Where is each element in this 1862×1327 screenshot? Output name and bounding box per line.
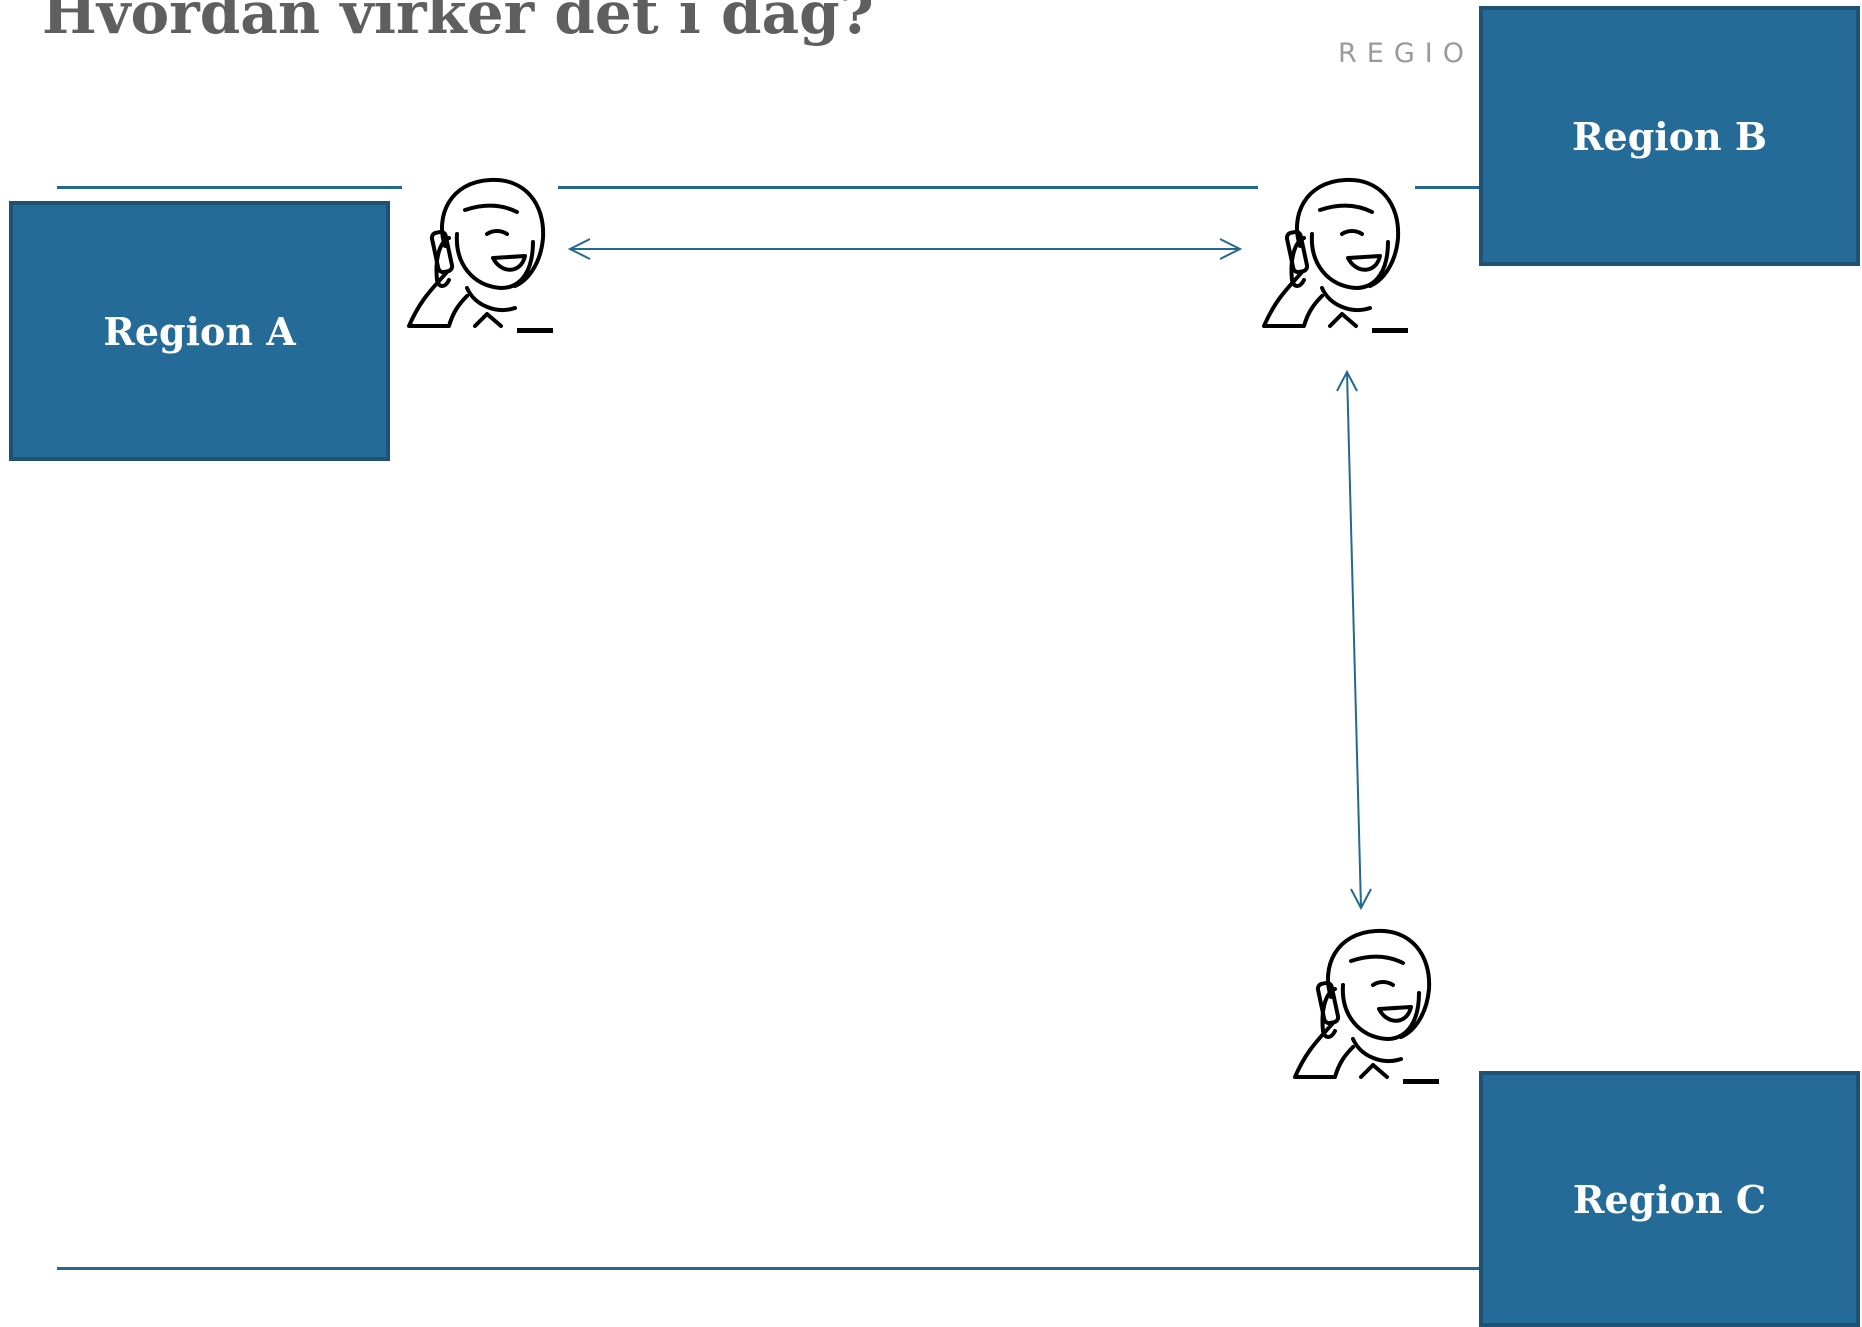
region-b-label: Region B bbox=[1571, 113, 1768, 159]
region-c-box[interactable]: Region C bbox=[1479, 1071, 1860, 1327]
phone-operator-icon-graphic bbox=[1293, 928, 1439, 1084]
arrow-b-c-line bbox=[1346, 371, 1362, 909]
regio-logo: REGIO bbox=[1338, 38, 1474, 69]
region-a-box[interactable]: Region A bbox=[9, 201, 390, 461]
arrow-b-c-head-bottom bbox=[1350, 888, 1372, 911]
phone-operator-icon bbox=[1260, 176, 1410, 336]
region-a-label: Region A bbox=[103, 308, 296, 354]
top-rule-left bbox=[57, 186, 402, 189]
arrow-a-b-head-right bbox=[1219, 238, 1243, 260]
phone-operator-icon-graphic bbox=[1262, 177, 1408, 333]
bottom-rule bbox=[57, 1267, 1481, 1270]
top-rule-middle bbox=[558, 186, 1258, 189]
phone-operator-icon-graphic bbox=[407, 177, 553, 333]
region-c-label: Region C bbox=[1572, 1176, 1767, 1222]
arrow-a-b-head-left bbox=[567, 238, 591, 260]
top-rule-right bbox=[1415, 186, 1481, 189]
region-b-box[interactable]: Region B bbox=[1479, 6, 1860, 266]
phone-operator-icon bbox=[1291, 927, 1441, 1087]
page-title: Hvordan virker det i dag? bbox=[42, 0, 874, 47]
arrow-b-c-head-top bbox=[1336, 369, 1358, 392]
phone-operator-icon bbox=[405, 176, 555, 336]
